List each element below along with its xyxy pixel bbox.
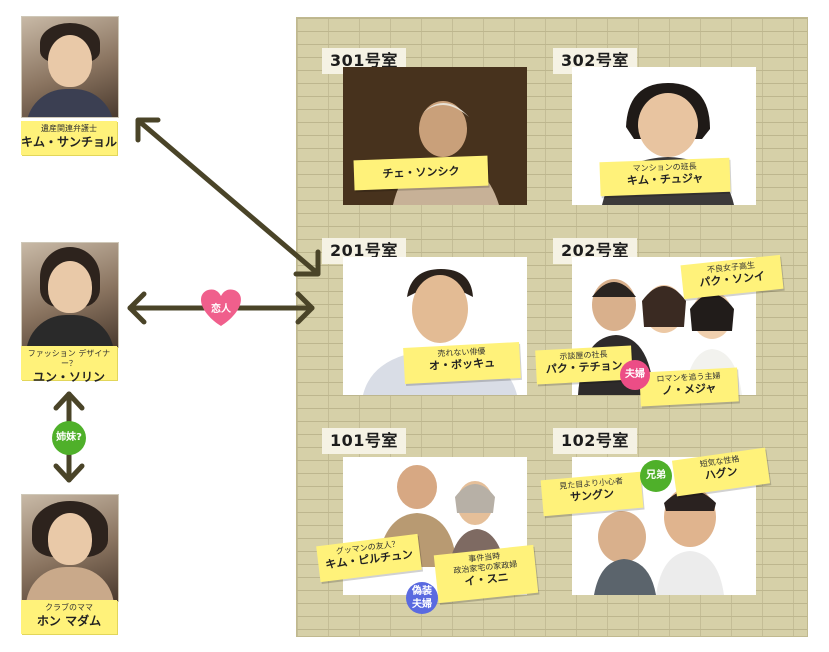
name-box-kim-sancheol: 遺産関連弁護士 キム・サンチョル: [21, 121, 117, 155]
portrait-face: [48, 513, 92, 565]
role-label: 遺産関連弁護士: [41, 124, 97, 133]
role-label: ファッション デザイナー？: [27, 349, 111, 368]
name-box-hong-madam: クラブのママ ホン マダム: [21, 600, 117, 634]
name-label: ユン・ソリン: [32, 370, 105, 384]
name-box-yun-sorin: ファッション デザイナー？ ユン・ソリン: [21, 346, 117, 384]
name-label: キム・サンチョル: [21, 135, 118, 149]
room-label-102: 102号室: [553, 428, 637, 454]
portrait-face: [48, 261, 92, 313]
name-label: ホン マダム: [36, 614, 102, 628]
portrait-kim-sancheol: [21, 16, 119, 118]
couple-badge: 夫婦: [620, 360, 650, 390]
portrait-hong-madam: [21, 494, 119, 602]
arrow-kim-to-201: [135, 117, 321, 277]
room-label-101: 101号室: [322, 428, 406, 454]
lovers-label: 恋人: [211, 304, 231, 315]
portrait-yun-sorin: [21, 242, 119, 348]
heart-icon: [201, 289, 241, 326]
brothers-badge: 兄弟: [640, 460, 672, 492]
fake-couple-badge: 偽装 夫婦: [406, 582, 438, 614]
portrait-face: [48, 35, 92, 87]
sisters-badge: 姉妹?: [52, 421, 86, 455]
role-label: クラブのママ: [45, 603, 93, 612]
